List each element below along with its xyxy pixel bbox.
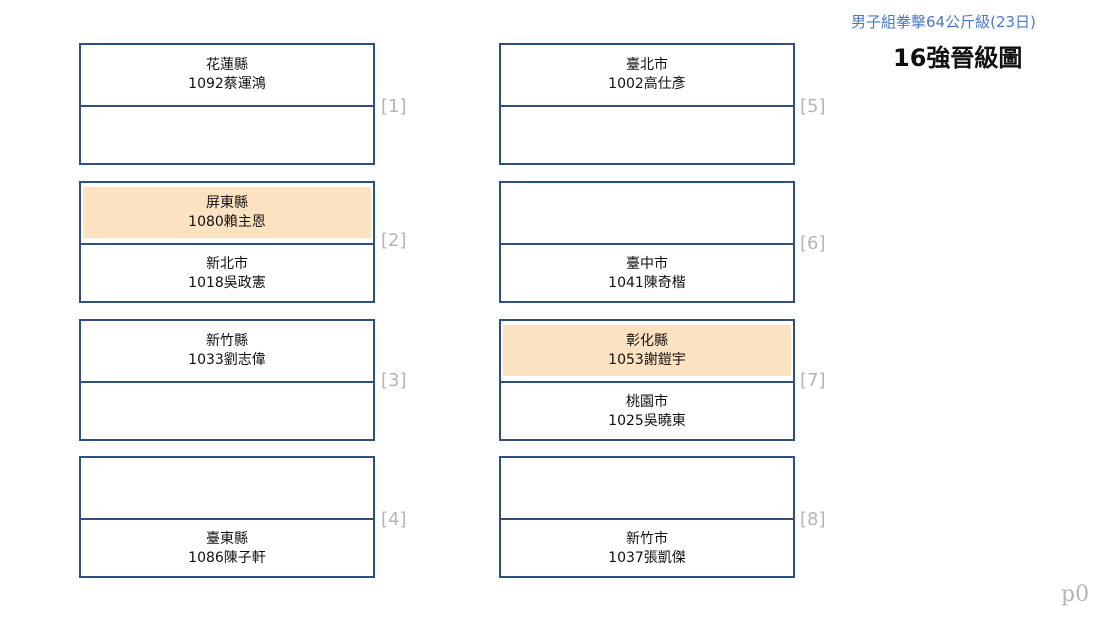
- match-slot-winner: 屏東縣 1080賴主恩: [81, 183, 373, 242]
- match-number: [6]: [800, 233, 826, 254]
- county-name: 臺東縣: [206, 530, 248, 547]
- match-box: 屏東縣 1080賴主恩 新北市 1018吳政憲: [79, 181, 375, 303]
- match-box: 臺東縣 1086陳子軒: [79, 456, 375, 578]
- athlete-name: 1080賴主恩: [188, 213, 266, 230]
- match-box: 彰化縣 1053謝鎧宇 桃園市 1025吳曉東: [499, 319, 795, 441]
- slot-divider: [501, 381, 793, 383]
- athlete-name: 1018吳政憲: [188, 274, 266, 291]
- match-number: [8]: [800, 509, 826, 530]
- match-number: [1]: [381, 96, 407, 117]
- match-slot: [81, 458, 373, 517]
- county-name: 彰化縣: [626, 332, 668, 349]
- match-number: [3]: [381, 370, 407, 391]
- match-slot: [501, 183, 793, 242]
- match-slot: [81, 106, 373, 165]
- match-slot: 新竹縣 1033劉志偉: [81, 321, 373, 380]
- athlete-name: 1053謝鎧宇: [608, 351, 686, 368]
- slot-divider: [501, 518, 793, 520]
- athlete-name: 1092蔡運鴻: [188, 75, 266, 92]
- match-slot: 臺東縣 1086陳子軒: [81, 519, 373, 578]
- athlete-name: 1033劉志偉: [188, 351, 266, 368]
- match-slot: 桃園市 1025吳曉東: [501, 382, 793, 441]
- county-name: 屏東縣: [206, 194, 248, 211]
- match-slot: 花蓮縣 1092蔡運鴻: [81, 45, 373, 104]
- slot-divider: [81, 518, 373, 520]
- match-box: 臺中市 1041陳奇楷: [499, 181, 795, 303]
- slot-divider: [81, 105, 373, 107]
- match-slot: [501, 458, 793, 517]
- county-name: 新竹市: [626, 530, 668, 547]
- slot-divider: [501, 243, 793, 245]
- athlete-name: 1041陳奇楷: [608, 274, 686, 291]
- match-slot: 新竹市 1037張凱傑: [501, 519, 793, 578]
- match-box: 花蓮縣 1092蔡運鴻: [79, 43, 375, 165]
- athlete-name: 1025吳曉東: [608, 412, 686, 429]
- match-slot: [501, 106, 793, 165]
- match-slot: 臺北市 1002高仕彥: [501, 45, 793, 104]
- match-slot-winner: 彰化縣 1053謝鎧宇: [501, 321, 793, 380]
- bracket-title: 16強晉級圖: [893, 44, 1023, 72]
- match-box: 新竹市 1037張凱傑: [499, 456, 795, 578]
- county-name: 新竹縣: [206, 332, 248, 349]
- slot-divider: [81, 243, 373, 245]
- county-name: 花蓮縣: [206, 56, 248, 73]
- county-name: 臺北市: [626, 56, 668, 73]
- match-slot: 新北市 1018吳政憲: [81, 244, 373, 303]
- match-box: 新竹縣 1033劉志偉: [79, 319, 375, 441]
- match-number: [4]: [381, 509, 407, 530]
- match-number: [7]: [800, 370, 826, 391]
- event-subtitle: 男子組拳擊64公斤級(23日): [851, 13, 1036, 31]
- match-number: [5]: [800, 96, 826, 117]
- county-name: 臺中市: [626, 255, 668, 272]
- page-marker: p0: [1061, 582, 1090, 607]
- slot-divider: [81, 381, 373, 383]
- county-name: 新北市: [206, 255, 248, 272]
- match-slot: 臺中市 1041陳奇楷: [501, 244, 793, 303]
- match-box: 臺北市 1002高仕彥: [499, 43, 795, 165]
- athlete-name: 1037張凱傑: [608, 549, 686, 566]
- athlete-name: 1086陳子軒: [188, 549, 266, 566]
- match-slot: [81, 382, 373, 441]
- county-name: 桃園市: [626, 393, 668, 410]
- match-number: [2]: [381, 230, 407, 251]
- slot-divider: [501, 105, 793, 107]
- athlete-name: 1002高仕彥: [608, 75, 686, 92]
